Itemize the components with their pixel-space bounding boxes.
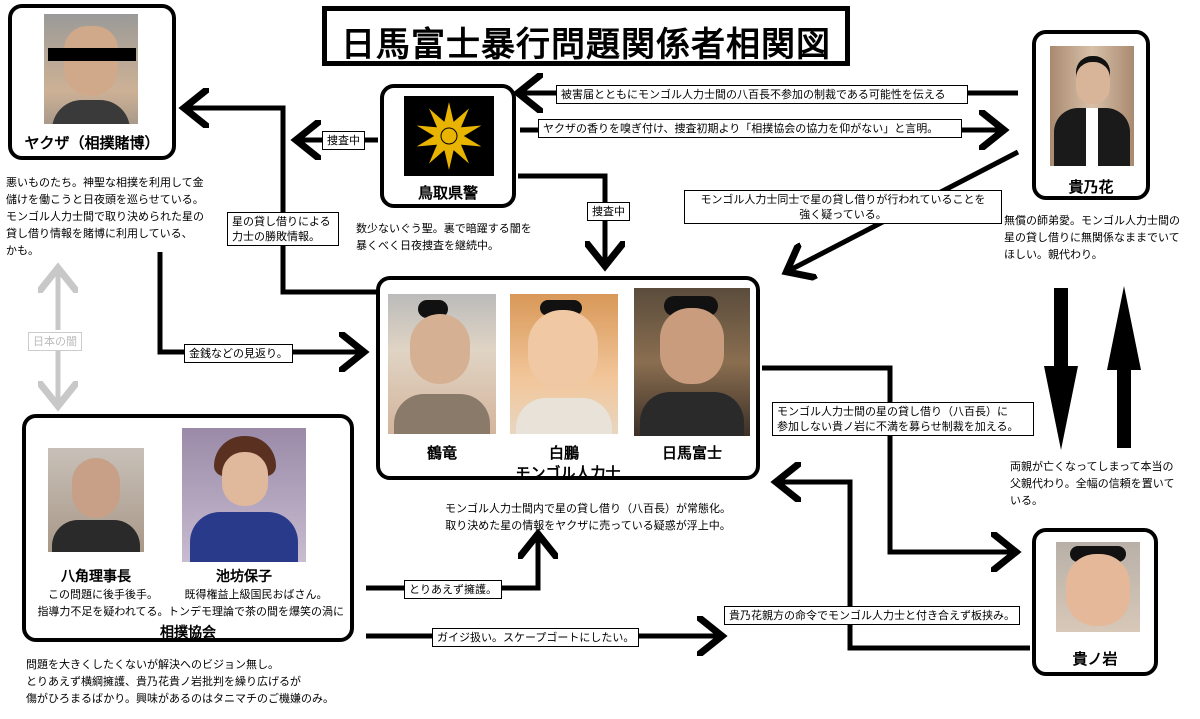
takanohana-photo [1050,46,1134,166]
hakuho-name: 白鵬 [548,444,579,462]
label-police-mongol: 捜査中 [587,202,630,221]
takanoiwa-name: 貴ノ岩 [1072,650,1118,668]
diagram-title: 日馬富士暴行問題関係者相関図 [322,6,850,66]
takanohana-name: 貴乃花 [1068,178,1114,196]
label-takanohana-mongol: モンゴル人力士同士で星の貸し借りが行われていることを 強く疑っている。 [684,190,1002,224]
node-police: 鳥取県警 [380,84,516,208]
police-emblem [404,96,494,176]
hakkaku-name: 八角理事長 [61,569,131,585]
arrow-takanoiwa-mongol [780,482,1030,651]
arrow-police-mongol [518,173,605,262]
harumafuji-name: 日馬富士 [661,444,722,462]
hakkaku-desc: この問題に後手後手。 指導力不足を疑われてる。 [37,588,169,618]
label-police-yakuza: 捜査中 [322,131,365,150]
arrow-mongol-yakuza [188,108,376,295]
label-police-takanohana: ヤクザの香りを嗅ぎ付け、捜査初期より「相撲協会の協力を仰がない」と言明。 [538,119,962,138]
node-mongol: 鶴竜 白鵬 日馬富士 モンゴル人力士 [376,276,760,482]
kakuryu-name: 鶴竜 [426,444,457,462]
hakuho-photo [510,294,618,434]
takanoiwa-photo [1056,542,1140,632]
mongol-group-name: モンゴル人力士 [515,464,621,482]
label-japan-dark: 日本の闇 [28,332,82,351]
arrow-mongol-takanoiwa [762,365,1012,552]
police-name: 鳥取県警 [417,184,478,202]
label-takanoiwa-mongol: 貴乃花親方の命令でモンゴル人力士と付き合えず板挟み。 [724,606,1020,625]
kyokai-desc: 問題を大きくしたくないが解決へのビジョン無し。 とりあえず横綱擁護、貴乃花貴ノ岩… [26,658,334,705]
node-takanohana: 貴乃花 [1032,30,1150,200]
takanohana-desc: 無償の師弟愛。モンゴル人力士間の 星の貸し借りに無関係なままでいて ほしい。親代… [1004,214,1180,261]
ikenobo-name: 池坊保子 [216,569,272,585]
kyokai-group-name: 相撲協会 [160,625,216,641]
arrow-yakuza-mongol [157,252,360,352]
police-emblem-icon [416,102,482,170]
label-takanohana-police: 被害届とともにモンゴル人力士間の八百長不参加の制裁である可能性を伝える [556,85,968,104]
label-mongol-takanoiwa: モンゴル人力士間の星の貸し借り（八百長）に 参加しない貴ノ岩に不満を募らせ制裁を… [772,402,1034,436]
yakuza-desc: 悪いものたち。神聖な相撲を利用して金 儲けを働こうと日夜頭を巡らせている。 モン… [6,176,204,257]
arrow-takanohana-to-takanoiwa [1044,288,1078,450]
label-yakuza-mongol: 金銭などの見返り。 [184,344,293,363]
diagram-title-text: 日馬富士暴行問題関係者相関図 [341,25,831,65]
harumafuji-photo [634,288,750,436]
mongol-desc: モンゴル人力士間内で星の貸し借り（八百長）が常態化。 取り決めた星の情報をヤクザ… [445,502,731,532]
kakuryu-photo [388,294,496,434]
takanohana-takanoiwa-desc: 両親が亡くなってしまって本当の 父親代わり。全幅の信頼を置いて いる。 [1010,460,1175,507]
node-kyokai: 八角理事長 池坊保子 この問題に後手後手。 指導力不足を疑われてる。 既得権益上… [22,414,354,642]
node-takanoiwa: 貴ノ岩 [1032,528,1158,676]
ikenobo-photo [182,428,306,562]
node-yakuza: ヤクザ（相撲賭博） [8,4,176,160]
hakkaku-photo [48,448,144,552]
yakuza-photo [44,14,138,124]
police-desc: 数少ないぐう聖。裏で暗躍する闇を 暴くべく日夜捜査を継続中。 [356,222,532,252]
censor-bar [48,48,136,61]
yakuza-name: ヤクザ（相撲賭博） [24,134,160,152]
arrow-takanoiwa-to-takanohana [1107,286,1141,448]
label-kyokai-takanoiwa: ガイジ扱い。スケープゴートにしたい。 [432,628,640,647]
label-kyokai-mongol: とりあえず擁護。 [404,580,502,599]
ikenobo-desc: 既得権益上級国民おばさん。 トンデモ理論で茶の間を爆笑の渦に [168,588,344,618]
label-mongol-yakuza: 星の貸し借りによる 力士の勝敗情報。 [227,212,339,246]
